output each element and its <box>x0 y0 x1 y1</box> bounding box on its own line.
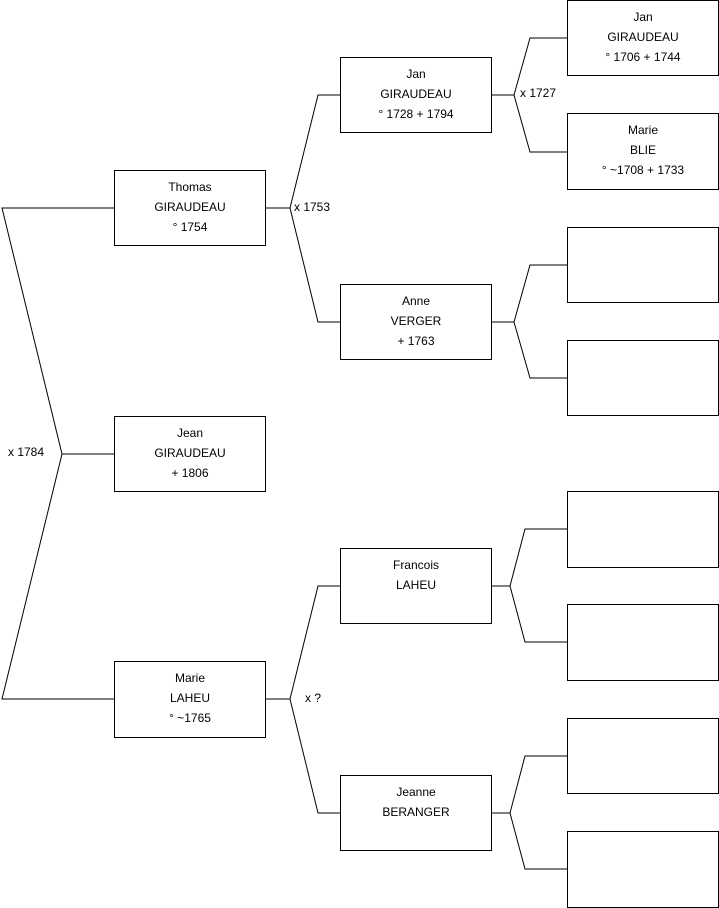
person-dates: + 1806 <box>171 466 209 480</box>
person-jan-giraudeau-1728[interactable]: Jan GIRAUDEAU ° 1728 + 1794 <box>340 57 492 133</box>
person-francois-laheu[interactable]: Francois LAHEU <box>340 548 492 624</box>
person-last-name: VERGER <box>390 314 442 328</box>
person-first-name: Jan <box>633 10 653 24</box>
person-thomas-giraudeau[interactable]: Thomas GIRAUDEAU ° 1754 <box>114 170 266 246</box>
person-last-name: GIRAUDEAU <box>154 446 226 460</box>
person-first-name: Marie <box>174 671 205 685</box>
person-dates: ° ~1765 <box>169 711 211 725</box>
person-last-name: GIRAUDEAU <box>607 30 679 44</box>
person-empty-slot[interactable] <box>567 831 719 908</box>
person-first-name: Jan <box>406 67 426 81</box>
person-empty-slot[interactable] <box>567 604 719 681</box>
union-label-1784: x 1784 <box>8 445 45 459</box>
person-first-name: Francois <box>392 558 439 572</box>
connector-parents-jeanne <box>509 755 567 870</box>
person-last-name: BLIE <box>629 143 656 157</box>
union-label-1727: x 1727 <box>520 86 557 100</box>
person-first-name: Jeanne <box>396 785 436 799</box>
person-empty-slot[interactable] <box>567 718 719 794</box>
person-first-name: Anne <box>401 294 431 308</box>
person-last-name: GIRAUDEAU <box>154 200 226 214</box>
person-marie-laheu[interactable]: Marie LAHEU ° ~1765 <box>114 661 266 738</box>
union-label-unknown: x ? <box>305 691 322 705</box>
person-dates: + 1763 <box>397 334 435 348</box>
union-label-1753: x 1753 <box>294 200 331 214</box>
person-empty-slot[interactable] <box>567 491 719 568</box>
person-last-name: LAHEU <box>169 691 210 705</box>
person-first-name: Thomas <box>168 180 212 194</box>
person-first-name: Jean <box>176 426 204 440</box>
person-last-name: LAHEU <box>395 578 436 592</box>
connector-parents-francois <box>509 528 567 643</box>
connector-parents-anne <box>513 264 567 379</box>
person-jean-giraudeau[interactable]: Jean GIRAUDEAU + 1806 <box>114 416 266 492</box>
person-anne-verger[interactable]: Anne VERGER + 1763 <box>340 284 492 360</box>
person-jan-giraudeau-1706[interactable]: Jan GIRAUDEAU ° 1706 + 1744 <box>567 0 719 76</box>
person-empty-slot[interactable] <box>567 227 719 303</box>
person-last-name: BERANGER <box>382 805 450 819</box>
person-jeanne-beranger[interactable]: Jeanne BERANGER <box>340 775 492 851</box>
person-last-name: GIRAUDEAU <box>380 87 452 101</box>
person-marie-blie[interactable]: Marie BLIE ° ~1708 + 1733 <box>567 113 719 190</box>
person-dates: ° 1754 <box>172 220 208 234</box>
person-dates: ° 1706 + 1744 <box>605 50 681 64</box>
person-first-name: Marie <box>627 123 658 137</box>
person-dates: ° 1728 + 1794 <box>378 107 454 121</box>
person-empty-slot[interactable] <box>567 340 719 416</box>
person-dates: ° ~1708 + 1733 <box>601 163 685 177</box>
